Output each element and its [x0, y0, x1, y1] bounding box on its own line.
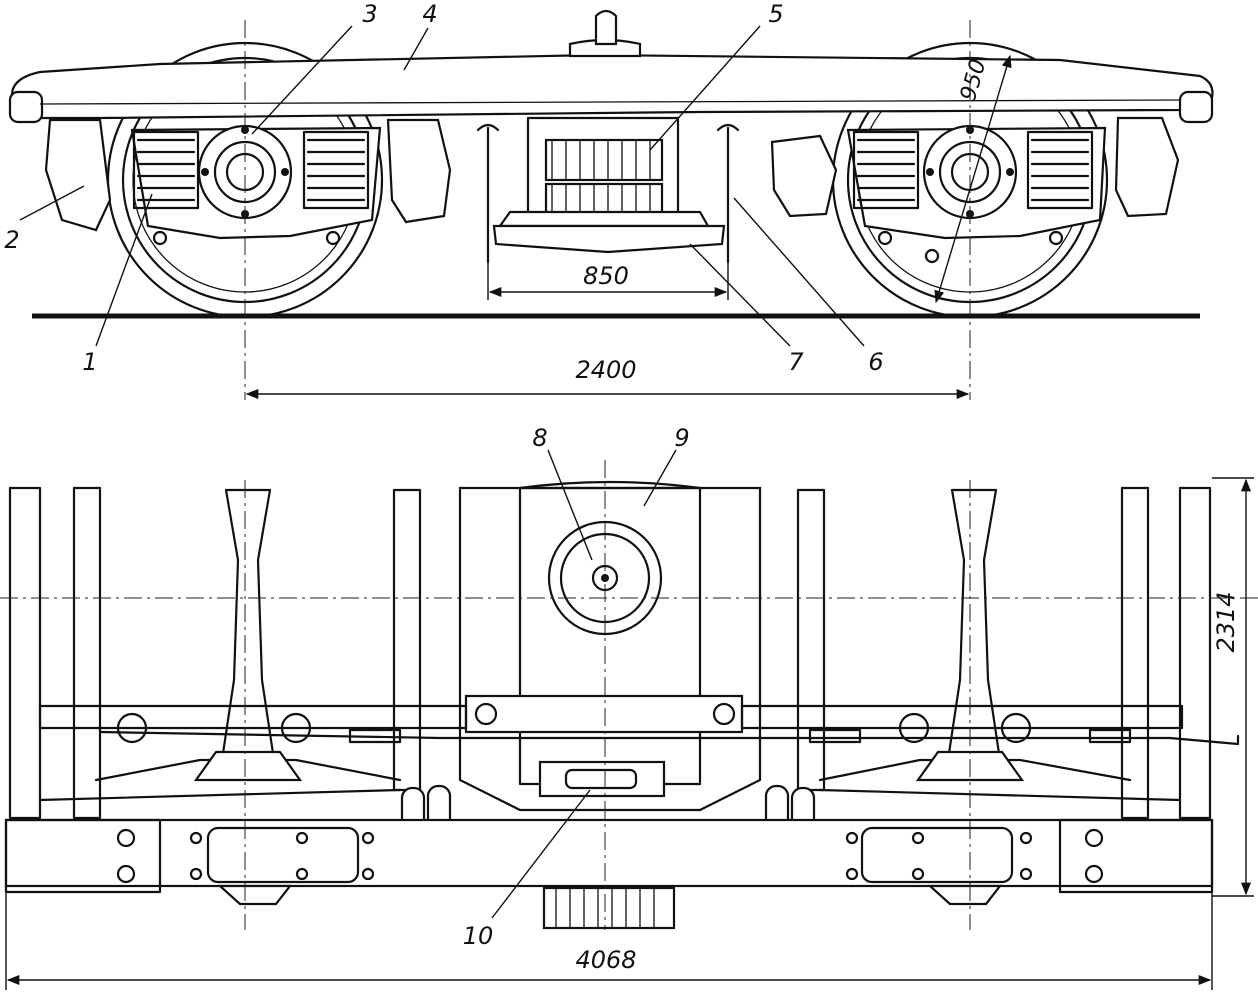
side-frame — [8, 53, 1214, 124]
right-brake-bracket-outer — [1114, 116, 1180, 218]
right-spring-a — [852, 130, 920, 210]
plan-central-bolster — [458, 480, 762, 812]
swing-beam — [492, 224, 726, 254]
dimension-2400-label: 2400 — [575, 356, 636, 384]
plan-left-wheelset — [38, 750, 402, 802]
callout-10: 10 — [463, 789, 591, 950]
plan-right-wheelset — [818, 750, 1182, 802]
dimension-850: 850 — [487, 262, 729, 300]
dimension-2314-label: 2314 — [1212, 591, 1240, 652]
bolster-spring-group — [497, 116, 710, 228]
callout-8: 8 — [532, 424, 593, 561]
dimension-850-label: 850 — [583, 262, 629, 290]
center-pivot — [568, 9, 642, 58]
plan-bottom-springs — [542, 886, 676, 930]
callout-9-label: 9 — [674, 424, 689, 452]
callout-5-label: 5 — [768, 0, 783, 28]
plan-longitudinal-bars — [38, 704, 1240, 746]
right-spring-b — [1026, 130, 1094, 210]
callout-8-label: 8 — [532, 424, 547, 452]
left-brake-bracket-inner — [386, 118, 452, 224]
right-hanger — [716, 123, 740, 264]
callout-6-label: 6 — [868, 348, 883, 376]
right-brake-bracket-inner — [770, 134, 838, 218]
callout-1-label: 1 — [82, 348, 97, 376]
callout-3-label: 3 — [362, 0, 377, 28]
callout-10-label: 10 — [463, 922, 494, 950]
callout-4: 4 — [403, 0, 438, 71]
side-view: 850 2400 950 1 2 3 4 5 — [4, 0, 1214, 400]
dimension-4068: 4068 — [5, 892, 1213, 990]
callout-7: 7 — [689, 243, 804, 376]
dimension-2400: 2400 — [245, 356, 970, 400]
right-axle-box — [846, 124, 1107, 264]
left-axle-box — [130, 124, 382, 246]
callout-1: 1 — [82, 193, 153, 376]
callout-5: 5 — [649, 0, 784, 151]
dimension-4068-label: 4068 — [575, 946, 636, 974]
callout-2-label: 2 — [4, 226, 19, 254]
dimension-2314: 2314 — [1212, 477, 1254, 897]
callout-3: 3 — [251, 0, 378, 135]
callout-7-label: 7 — [788, 348, 804, 376]
callout-6: 6 — [733, 197, 884, 376]
left-hanger — [476, 123, 500, 264]
callout-9: 9 — [643, 424, 690, 507]
left-brake-bracket-outer — [44, 118, 112, 232]
plan-view: 4068 2314 8 9 10 — [0, 424, 1258, 990]
callout-2: 2 — [4, 185, 85, 254]
left-spring-b — [302, 130, 370, 210]
plan-bottom-sill — [4, 818, 1214, 906]
callout-4-label: 4 — [422, 0, 437, 28]
